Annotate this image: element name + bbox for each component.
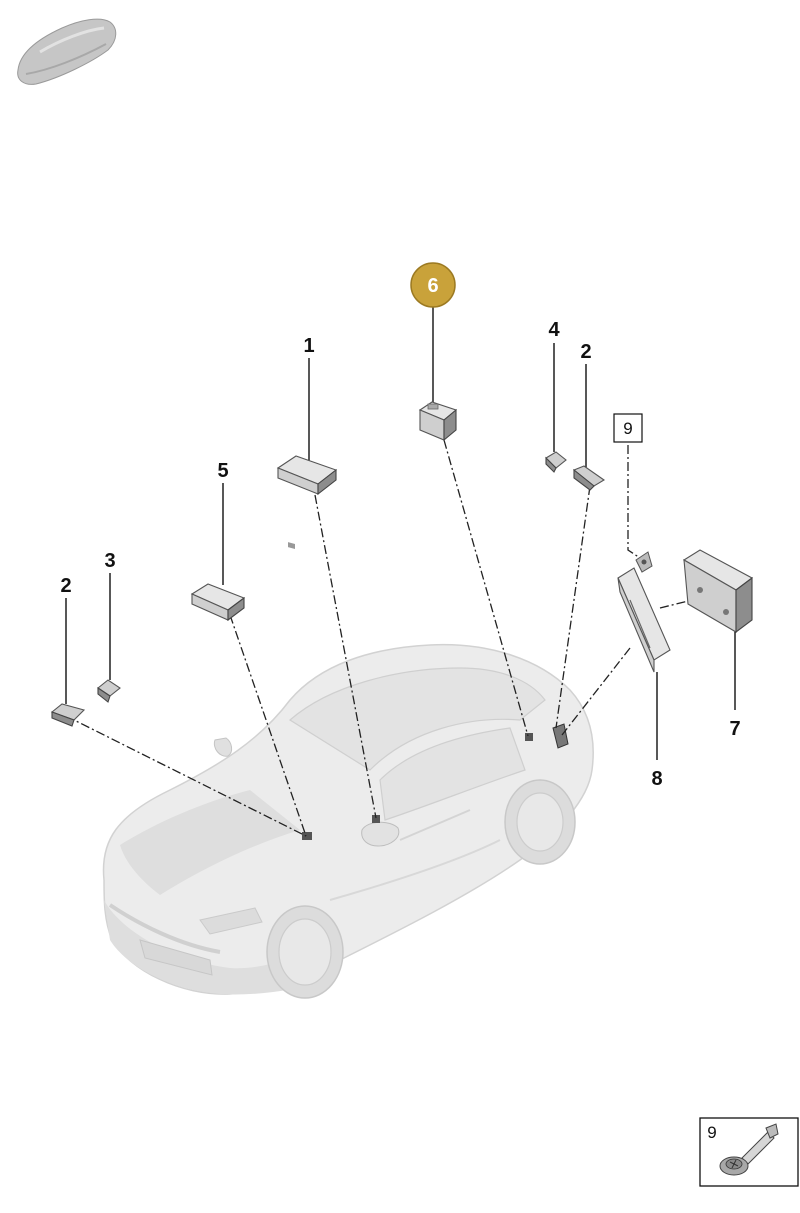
part-1-control-module[interactable]: [276, 455, 338, 550]
callout-4: 4: [548, 319, 560, 341]
car-silhouette-icon[interactable]: [17, 18, 117, 85]
callout-8: 8: [651, 768, 662, 790]
part-2-plug-right[interactable]: [572, 465, 606, 491]
mount-point: [525, 733, 533, 741]
mount-point: [372, 815, 380, 823]
legend-box: 9: [699, 1117, 799, 1187]
part-4-connector[interactable]: [545, 451, 567, 473]
callout-7: 7: [729, 718, 740, 740]
part-7-control-unit[interactable]: [682, 549, 754, 634]
part-3-connector[interactable]: [97, 679, 121, 703]
mount-point: [552, 723, 569, 749]
callout-2-left: 2: [60, 575, 71, 597]
leader-lines: [65, 306, 736, 760]
callout-5: 5: [217, 460, 228, 482]
callout-1: 1: [303, 335, 314, 357]
callout-2-right: 2: [580, 341, 591, 363]
part-6-sensor-unit[interactable]: [418, 401, 458, 442]
callout-9-boxed[interactable]: 9: [613, 413, 643, 443]
part-5-control-module[interactable]: [190, 583, 246, 622]
legend-number-9: 9: [707, 1123, 716, 1142]
connection-lines: [65, 439, 701, 837]
vehicle-body: [102, 643, 594, 999]
callout-6-highlighted[interactable]: 6: [410, 262, 456, 308]
mount-point: [302, 832, 312, 840]
part-2-plug-left[interactable]: [50, 703, 86, 727]
callout-3: 3: [104, 550, 115, 572]
mount-points: [302, 723, 569, 840]
callout-labels: 1 5 4 2 2 3 7 8: [60, 319, 740, 790]
part-8-bracket[interactable]: [617, 551, 671, 673]
callout-6: 6: [427, 275, 438, 297]
callout-9: 9: [623, 419, 632, 438]
screw-bolt-icon: [719, 1123, 779, 1176]
